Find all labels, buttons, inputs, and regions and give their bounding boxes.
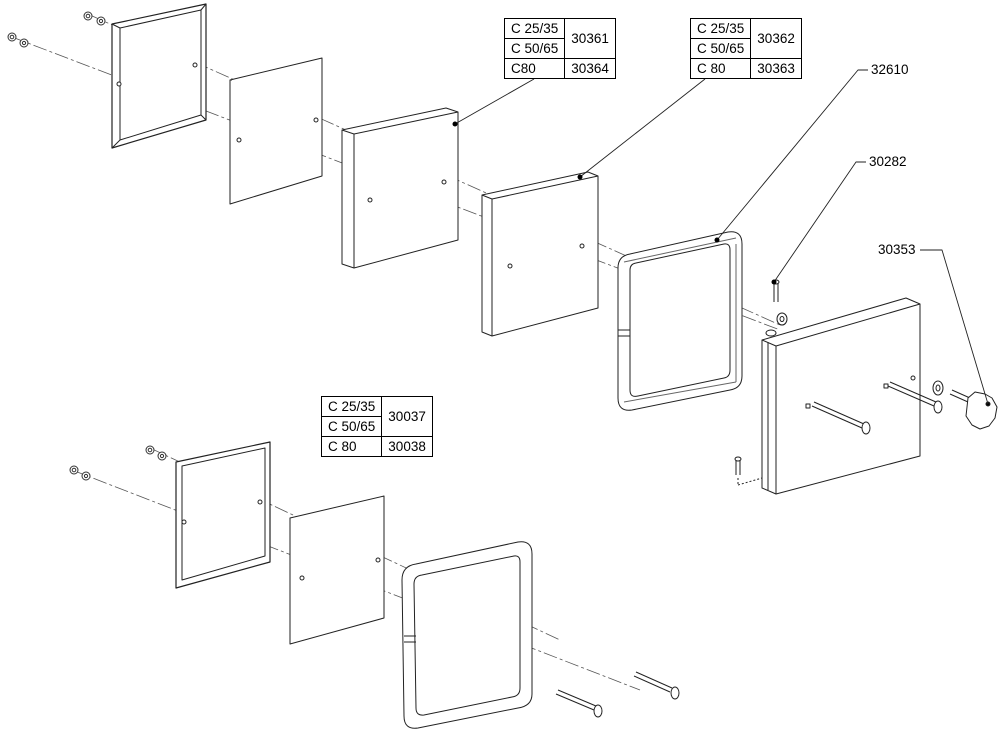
upper-nut-washer-set [7,11,106,48]
t2-code-2: 30363 [750,58,802,79]
part-label-30353: 30353 [878,242,916,257]
t1-model-1: C 25/35 [503,18,566,39]
door-panel [761,297,921,495]
hinge-bolts [734,279,788,486]
t1-model-3: C80 [503,58,566,79]
part-table-1: C 25/35 30361 C 50/65 C80 30364 [503,18,616,79]
lower-frame-panel [175,441,271,589]
part-table-3: C 25/35 30037 C 50/65 C 80 30038 [320,396,433,457]
door-pins [811,381,943,435]
upper-frame-panel [111,3,207,149]
t1-code-2: 30364 [564,58,616,79]
lower-nut-washer-set [69,445,167,481]
t1-code-1: 30361 [564,18,616,59]
leader-lines [454,69,989,405]
part-table-2: C 25/35 30362 C 50/65 C 80 30363 [689,18,802,79]
lower-bolts [555,671,680,718]
t2-model-3: C 80 [689,58,752,79]
t1-model-2: C 50/65 [503,38,566,59]
t3-code-1: 30037 [381,396,433,437]
upper-tube-frame [617,231,743,411]
t3-model-1: C 25/35 [320,396,383,417]
knob-assembly [932,380,998,430]
leader-dots [452,121,777,285]
t2-model-2: C 50/65 [689,38,752,59]
t3-code-2: 30038 [381,436,433,457]
lower-thin-panel [289,495,385,645]
upper-medium-panel [481,171,599,337]
part-label-32610: 32610 [871,62,909,77]
t3-model-2: C 50/65 [320,416,383,437]
t2-code-1: 30362 [750,18,802,59]
upper-thick-panel [341,107,459,269]
upper-thin-panel [229,57,323,205]
t2-model-1: C 25/35 [689,18,752,39]
t3-model-3: C 80 [320,436,383,457]
part-label-30282: 30282 [869,154,907,169]
lower-tube-frame [401,541,533,729]
